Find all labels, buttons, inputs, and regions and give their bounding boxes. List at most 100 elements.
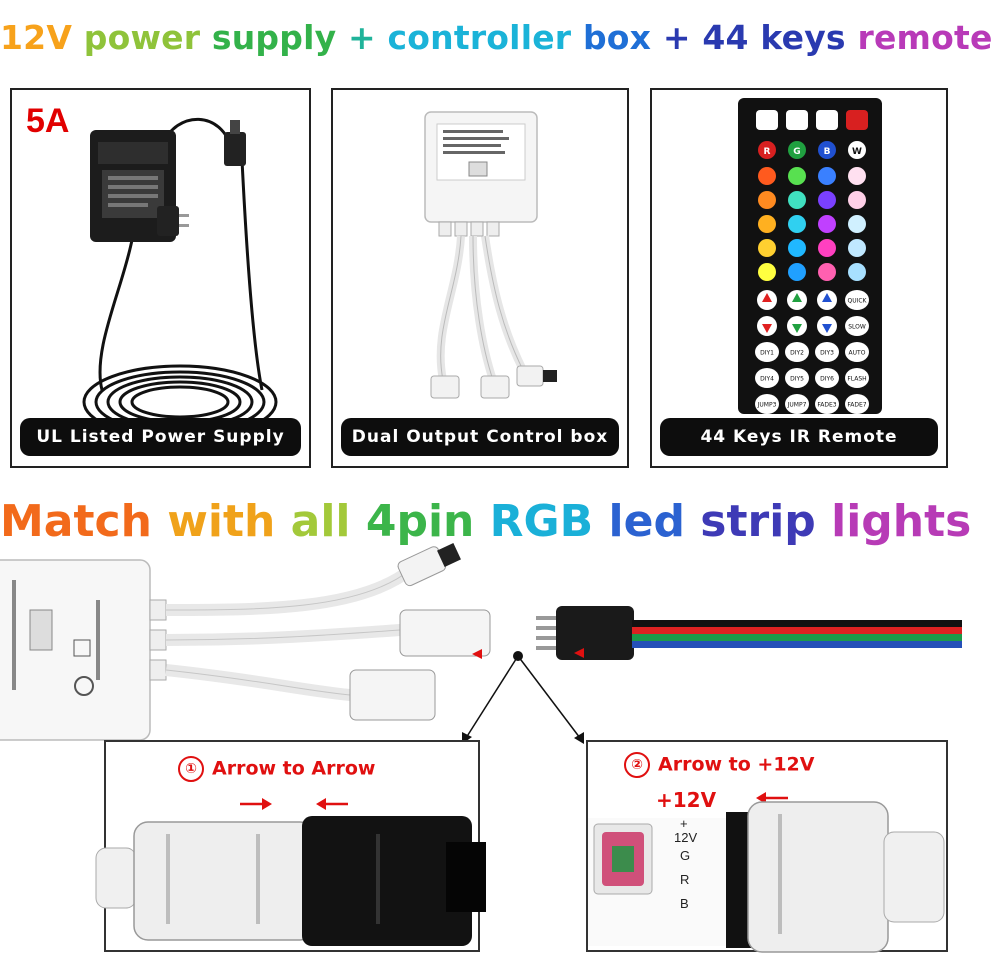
arrow-up-icon: [822, 293, 832, 302]
remote-color-swatch: [848, 191, 866, 209]
remote-function-key-label: AUTO: [849, 350, 866, 357]
remote-function-key-label: DIY3: [820, 350, 834, 357]
remote-color-swatch: [818, 191, 836, 209]
remote-color-swatch: [758, 239, 776, 257]
remote-color-key: [758, 141, 776, 159]
subtitle-segment: Match: [0, 496, 168, 547]
header-title-segment: power: [83, 18, 212, 57]
remote-function-key-label: FLASH: [847, 376, 866, 383]
remote-function-key: [815, 394, 839, 414]
pin-label-b: B: [680, 896, 689, 911]
header-title-segment: +: [347, 18, 388, 57]
remote-color-swatch: [788, 167, 806, 185]
remote-color-key: [788, 141, 806, 159]
step2-label: Arrow to +12V: [658, 753, 815, 776]
remote-function-key-label: DIY6: [820, 376, 834, 383]
remote-function-key-label: JUMP7: [787, 402, 807, 409]
remote-color-swatch: [758, 263, 776, 281]
remote-color-swatch: [758, 215, 776, 233]
header-title: 12V power supply + controller box + 44 k…: [0, 18, 992, 57]
arrow-down-icon: [792, 324, 802, 333]
remote-function-key-label: FADE7: [847, 402, 866, 409]
remote-color-swatch: [788, 239, 806, 257]
control-box-panel: Dual Output Control box: [331, 88, 629, 468]
arrow-down-icon: [762, 324, 772, 333]
remote-function-key: [845, 368, 869, 388]
header-title-segment: box: [582, 18, 663, 57]
remote-function-key-label: JUMP3: [757, 402, 777, 409]
remote-color-key-label: R: [764, 147, 771, 157]
header-title-segment: 12V: [0, 18, 84, 57]
step2-number: ②: [624, 752, 650, 778]
remote-color-swatch: [818, 263, 836, 281]
remote-function-key-label: DIY2: [790, 350, 804, 357]
control-box-image: [424, 111, 557, 399]
step1-number: ①: [178, 756, 204, 782]
step1-panel: ① Arrow to Arrow: [95, 740, 486, 952]
pin-label-plus: +: [680, 816, 688, 831]
power-adapter-image: [82, 117, 278, 440]
header-title-segment: supply: [211, 18, 348, 57]
arrow-up-icon: [762, 293, 772, 302]
remote-function-key: [785, 394, 809, 414]
remote-color-key-label: W: [852, 147, 862, 157]
subtitle-segment: strip: [700, 496, 832, 547]
step1-connector-image: [95, 798, 486, 946]
remote-color-swatch: [848, 167, 866, 185]
remote-function-key: [755, 342, 779, 362]
step1-label: Arrow to Arrow: [212, 757, 376, 780]
power-supply-panel: 5A UL Listed Power Supply: [10, 88, 311, 468]
subtitle-segment: 4pin: [365, 496, 490, 547]
remote-function-key-label: DIY4: [760, 376, 774, 383]
step2-connector-image: [588, 792, 945, 953]
subtitle-segment: with: [167, 496, 291, 547]
subtitle-segment: all: [290, 496, 366, 547]
remote-function-key: [845, 316, 869, 336]
arrow-up-icon: [792, 293, 802, 302]
remote-top-key: [756, 110, 778, 130]
remote-color-swatch: [848, 215, 866, 233]
remote-function-key: [845, 290, 869, 310]
voltage-label: +12V: [656, 788, 717, 812]
remote-color-swatch: [758, 167, 776, 185]
header-title-segment: remote: [857, 18, 993, 57]
header-title-segment: + 44 keys: [662, 18, 858, 57]
remote-color-swatch: [758, 191, 776, 209]
header-title-segment: controller: [387, 18, 583, 57]
subtitle-segment: RGB: [489, 496, 609, 547]
remote-color-swatch: [788, 263, 806, 281]
remote-top-key: [786, 110, 808, 130]
control-box-caption: Dual Output Control box: [341, 418, 619, 456]
pin-label-r: R: [680, 872, 690, 887]
remote-function-key-label: SLOW: [848, 324, 866, 331]
remote-top-key: [846, 110, 868, 130]
remote-function-key: [815, 342, 839, 362]
remote-color-swatch: [848, 263, 866, 281]
remote-function-key: [815, 368, 839, 388]
remote-color-swatch: [788, 215, 806, 233]
power-supply-caption: UL Listed Power Supply: [20, 418, 301, 456]
remote-function-key-label: DIY1: [760, 350, 774, 357]
pin-label-g: G: [680, 848, 691, 863]
step2-title: ② Arrow to +12V: [624, 752, 814, 778]
remote-function-key-label: FADE3: [817, 402, 836, 409]
remote-function-key: [785, 342, 809, 362]
subtitle-segment: lights: [831, 496, 972, 547]
remote-caption: 44 Keys IR Remote: [660, 418, 938, 456]
remote-top-key: [816, 110, 838, 130]
remote-color-key: [848, 141, 866, 159]
subtitle-segment: led: [608, 496, 701, 547]
arrow-down-icon: [822, 324, 832, 333]
subtitle: Match with all 4pin RGB led strip lights: [0, 496, 971, 547]
remote-color-key-label: B: [824, 147, 831, 157]
remote-function-key-label: DIY5: [790, 376, 804, 383]
remote-color-swatch: [818, 239, 836, 257]
remote-function-key: [755, 368, 779, 388]
remote-color-key-label: G: [793, 147, 800, 157]
step1-title: ① Arrow to Arrow: [178, 756, 375, 782]
remote-function-key: [845, 394, 869, 414]
